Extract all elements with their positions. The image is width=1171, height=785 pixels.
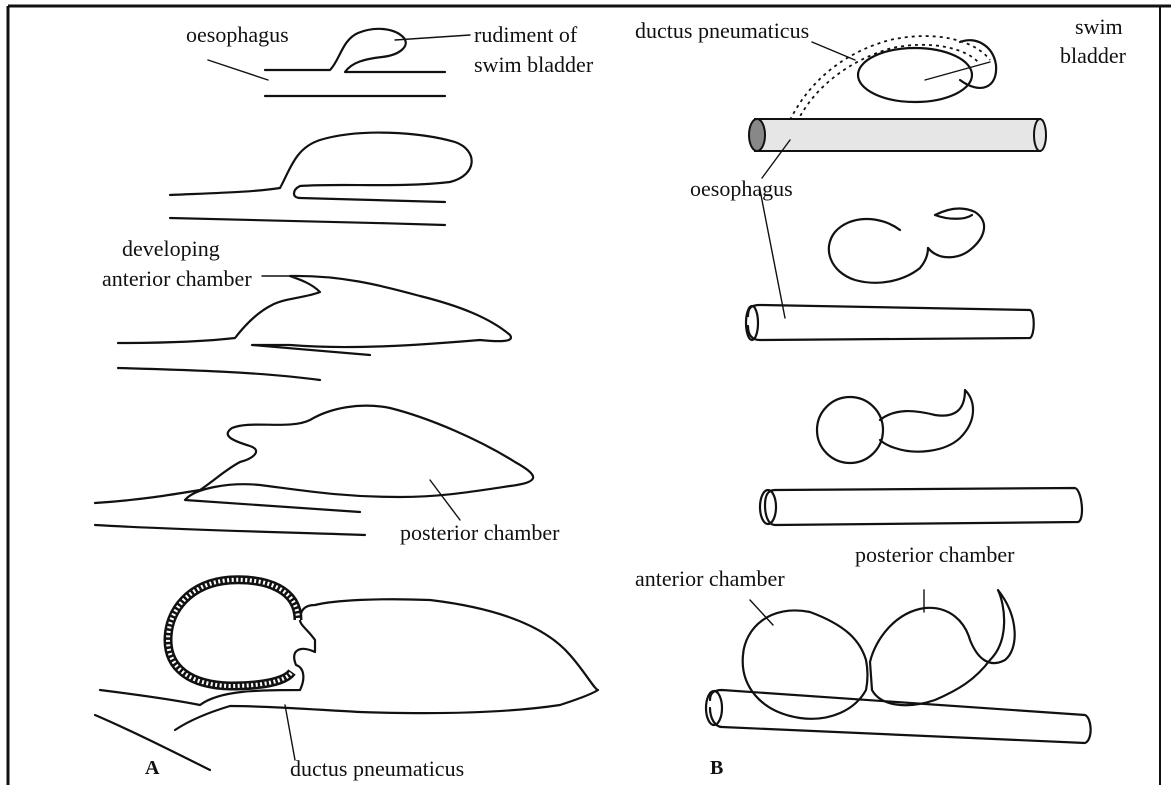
a-label-developing-line1: developing bbox=[122, 236, 220, 261]
panel-a-stage-5 bbox=[95, 580, 598, 770]
panel-b: ductus pneumaticus swim bladder oesophag… bbox=[635, 14, 1127, 779]
panel-a-stage-4 bbox=[95, 406, 533, 535]
panel-b-stage-1 bbox=[749, 36, 1046, 178]
b-label-swim-line1: swim bbox=[1075, 14, 1123, 39]
a-label-rudiment-line2: swim bladder bbox=[474, 52, 594, 77]
b-label-anterior-chamber: anterior chamber bbox=[635, 566, 785, 591]
panel-b-stage-4 bbox=[706, 590, 1091, 743]
panel-a: oesophagus rudiment of swim bladder deve… bbox=[95, 22, 598, 781]
a-label-ductus-pneumaticus: ductus pneumaticus bbox=[290, 756, 464, 781]
b-label-oesophagus: oesophagus bbox=[690, 176, 793, 201]
b-label-ductus-pneumaticus: ductus pneumaticus bbox=[635, 18, 809, 43]
panel-b-letter: B bbox=[710, 757, 723, 779]
panel-b-stage-2 bbox=[746, 190, 1034, 340]
a-posterior-leader bbox=[430, 480, 460, 520]
b-ductus-leader bbox=[812, 42, 855, 60]
a-label-developing-line2: anterior chamber bbox=[102, 266, 252, 291]
a-label-posterior-chamber: posterior chamber bbox=[400, 520, 560, 545]
a-label-oesophagus: oesophagus bbox=[186, 22, 289, 47]
panel-b-stage-3 bbox=[760, 390, 1082, 525]
b-label-posterior-chamber: posterior chamber bbox=[855, 542, 1015, 567]
panel-a-stage-2 bbox=[170, 133, 472, 225]
a-label-rudiment-line1: rudiment of bbox=[474, 22, 578, 47]
b-label-swim-line2: bladder bbox=[1060, 43, 1127, 68]
panel-a-letter: A bbox=[145, 757, 160, 779]
panel-a-stage-3 bbox=[118, 276, 511, 380]
